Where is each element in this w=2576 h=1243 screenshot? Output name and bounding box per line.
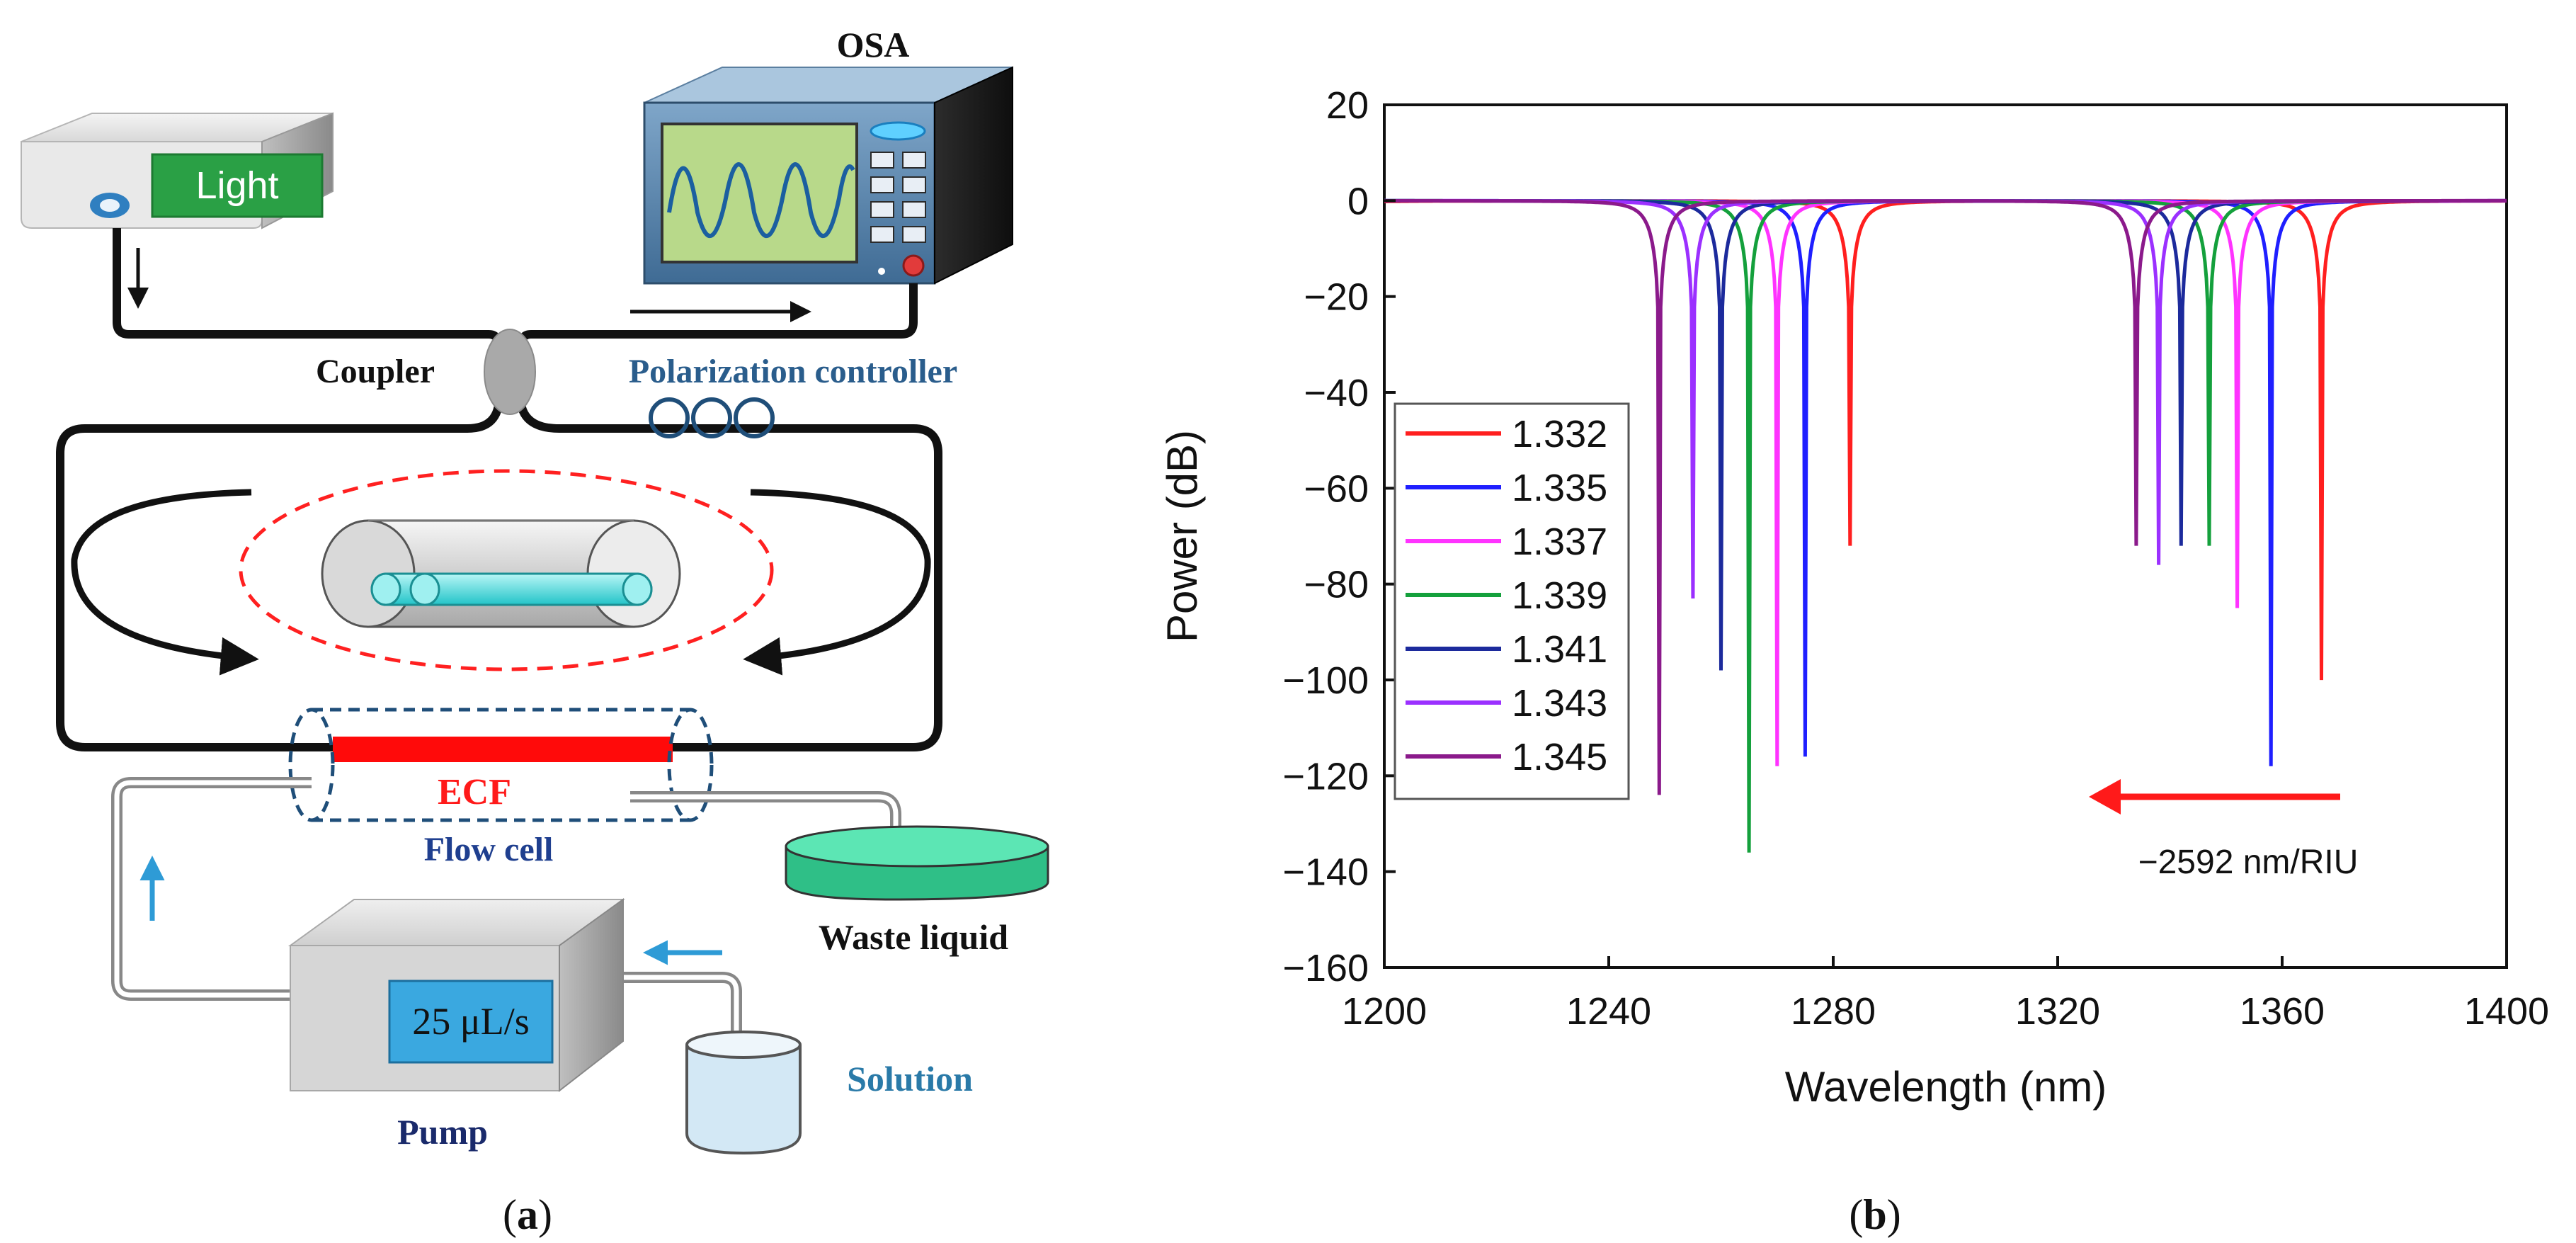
y-tick-label: −20: [1304, 276, 1369, 319]
spectrum-curves: [1384, 198, 2507, 853]
panel-a-setup-diagram: Light OSA: [21, 25, 1049, 1238]
x-tick-label: 1400: [2464, 990, 2549, 1033]
x-tick-label: 1240: [1566, 990, 1651, 1033]
polarization-loops-icon: [649, 397, 775, 438]
legend-label: 1.345: [1512, 736, 1607, 778]
panel-b-spectrum-chart: 1200 1240 1280 1320 1360 1400 20 0 −20 −40 −60 −80 −…: [1158, 84, 2549, 1238]
pump-label: Pump: [397, 1112, 488, 1152]
solution-beaker: [685, 1031, 802, 1155]
x-axis-label: Wavelength (nm): [1785, 1063, 2107, 1111]
x-tick-label: 1200: [1342, 990, 1427, 1033]
light-source: Light: [21, 112, 334, 229]
fiber-highlight-ellipse: [239, 469, 774, 671]
osa-waveform: [667, 162, 855, 238]
legend-label: 1.341: [1512, 628, 1607, 671]
legend-label: 1.339: [1512, 574, 1607, 617]
y-tick-label: −80: [1304, 564, 1369, 606]
y-tick-label: 20: [1326, 84, 1369, 127]
coupler-icon: [484, 329, 536, 415]
x-tick-label: 1360: [2240, 990, 2325, 1033]
legend-box: [1394, 402, 1630, 800]
light-label: Light: [195, 164, 278, 207]
y-tick-label: −140: [1282, 851, 1369, 894]
legend: 1.332 1.335 1.337 1.339 1.341 1.343 1.345: [1394, 402, 1630, 800]
y-tick-label: −160: [1282, 947, 1369, 989]
polarization-controller-label: Polarization controller: [629, 353, 957, 390]
waste-liquid-label: Waste liquid: [819, 917, 1008, 957]
circulation-arrow-right: [743, 489, 931, 676]
caption-a: (a): [503, 1191, 552, 1238]
y-tick-label: −100: [1282, 659, 1369, 702]
pump: 25 μL/s: [287, 898, 626, 1093]
circulation-arrow-left: [71, 489, 259, 676]
legend-label: 1.332: [1512, 413, 1607, 455]
shift-annotation: −2592 nm/RIU: [2138, 844, 2359, 881]
y-tick-label: 0: [1347, 180, 1369, 222]
osa-label: OSA: [837, 25, 910, 64]
legend-label: 1.335: [1512, 467, 1607, 509]
series-line-1-345: [1384, 198, 2507, 795]
flow-cell-label: Flow cell: [424, 831, 554, 868]
legend-label: 1.343: [1512, 682, 1607, 725]
y-axis-label: Power (dB): [1158, 430, 1206, 642]
x-tick-label: 1280: [1791, 990, 1876, 1033]
light-display: [151, 153, 324, 218]
x-tick-label: 1320: [2015, 990, 2100, 1033]
ecf-tube-illustration: [321, 519, 681, 628]
solution-label: Solution: [847, 1059, 973, 1099]
y-tick-label: −40: [1304, 372, 1369, 414]
ecf-fiber: [333, 737, 673, 762]
waste-liquid-dish: [785, 825, 1049, 901]
coupler-label: Coupler: [316, 353, 435, 390]
legend-label: 1.337: [1512, 521, 1607, 563]
osa-instrument: OSA: [643, 25, 1013, 285]
caption-b: (b): [1849, 1191, 1900, 1238]
y-tick-label: −120: [1282, 755, 1369, 798]
pump-rate-text: 25 μL/s: [412, 1000, 529, 1043]
y-tick-label: −60: [1304, 467, 1369, 510]
ecf-label: ECF: [438, 772, 511, 812]
osa-screen: [661, 123, 858, 263]
flow-cell: [288, 708, 714, 822]
pump-display: [388, 980, 554, 1064]
axis-ticks: 1200 1240 1280 1320 1360 1400 20 0 −20 −40 −60 −80 −…: [1282, 84, 2549, 1033]
shift-arrow-head: [2089, 779, 2121, 815]
